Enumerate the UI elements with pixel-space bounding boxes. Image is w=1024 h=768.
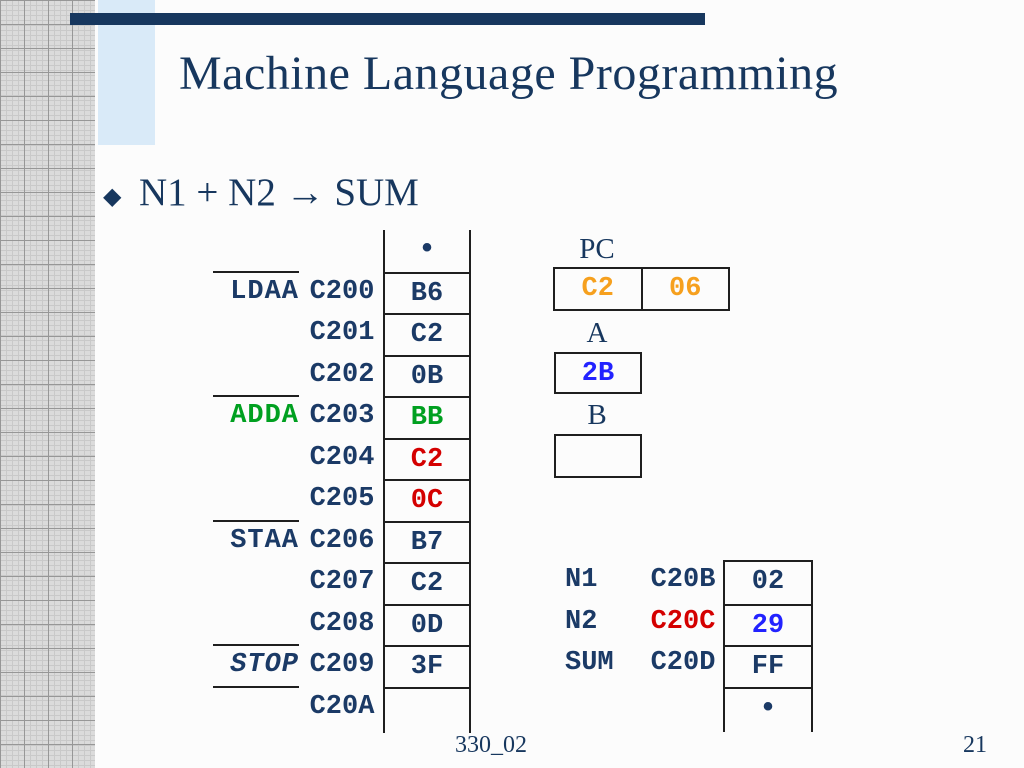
address-cell: C203 [309, 401, 375, 431]
value-cell: 0D [385, 603, 469, 646]
address-cell: C208 [309, 608, 375, 639]
label-rule [213, 519, 299, 522]
value-cell: C2 [385, 437, 469, 480]
value-cell: 0C [385, 479, 469, 521]
label-rule [213, 270, 299, 273]
register-pc-high-byte: C2 [581, 274, 614, 304]
register-b-box [554, 434, 642, 478]
register-pc-box: C2 06 [553, 267, 730, 311]
address-cell: C20C [650, 606, 716, 637]
mnemonic-label: STAA [230, 525, 299, 556]
value-cell: C2 [385, 562, 469, 604]
value-cell: B7 [385, 520, 469, 563]
address-cell: C204 [309, 442, 375, 473]
address-cell: C20A [309, 691, 375, 722]
variable-label: SUM [565, 648, 614, 678]
value-cell: • [725, 686, 811, 729]
value-cell: FF [725, 645, 811, 687]
value-cell: 3F [385, 645, 469, 687]
register-b-value [556, 436, 640, 476]
variable-label: N1 [565, 565, 598, 595]
address-cell: C20B [650, 565, 716, 595]
value-cell: 02 [751, 567, 785, 597]
address-cell: C201 [309, 318, 375, 348]
address-cell: C206 [309, 525, 375, 556]
footer-course-code: 330_02 [455, 732, 527, 758]
mnemonic-label: LDAA [230, 276, 299, 307]
title-bar-line [70, 13, 705, 25]
value-cell [385, 686, 469, 729]
register-a-label: A [586, 317, 608, 349]
bullet-diamond-icon: ◆ [103, 184, 122, 210]
slide-title: Machine Language Programming [179, 47, 839, 100]
footer-page-number: 21 [963, 732, 987, 758]
register-pc-low-byte: 06 [640, 269, 729, 309]
label-rule [213, 685, 299, 688]
label-rule [213, 644, 299, 646]
mnemonic-label: STOP [230, 650, 299, 680]
value-cell: • [417, 233, 436, 267]
variable-label: N2 [565, 606, 598, 637]
graph-paper-strip [0, 0, 95, 768]
value-cell: C2 [385, 313, 469, 355]
mnemonic-label: ADDA [230, 401, 299, 431]
address-cell: C209 [309, 650, 375, 680]
label-rule [213, 395, 299, 397]
register-a-value: 2B [581, 359, 615, 389]
register-b-label: B [587, 399, 607, 431]
bullet-text: N1 + N2 → SUM [139, 171, 419, 214]
value-cell: B6 [385, 271, 469, 314]
address-cell: C200 [309, 276, 375, 307]
register-a-box: 2B [554, 352, 642, 394]
address-cell: C205 [309, 484, 375, 514]
address-cell: C202 [309, 359, 375, 390]
register-pc-label: PC [579, 233, 615, 265]
value-cell: BB [385, 396, 469, 438]
address-cell: C207 [309, 567, 375, 597]
value-cell: 29 [725, 603, 811, 646]
address-cell: C20D [650, 648, 716, 678]
value-cell: 0B [385, 354, 469, 397]
